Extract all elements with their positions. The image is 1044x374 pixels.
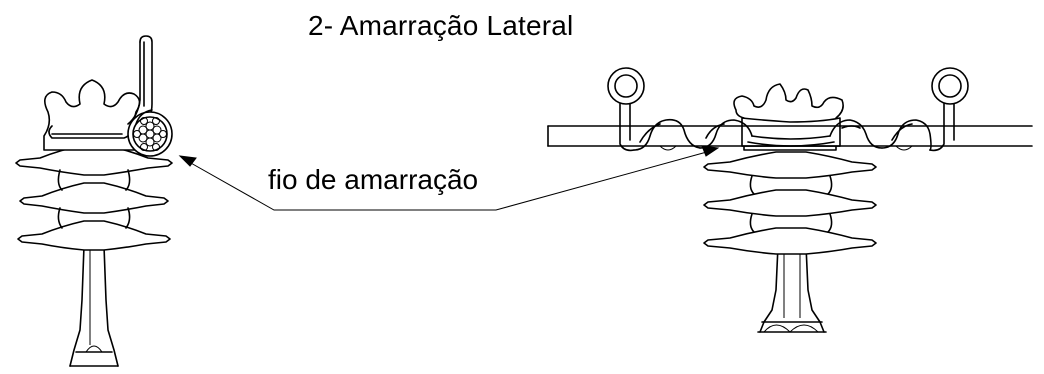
left-arrowhead xyxy=(178,155,197,167)
right-insulator xyxy=(547,67,1033,333)
tie-wire-label: fio de amarração xyxy=(268,164,479,195)
callout-lines xyxy=(178,145,720,211)
left-insulator xyxy=(15,35,173,367)
right-arrowhead xyxy=(701,145,720,157)
diagram-title: 2- Amarração Lateral xyxy=(308,10,574,41)
